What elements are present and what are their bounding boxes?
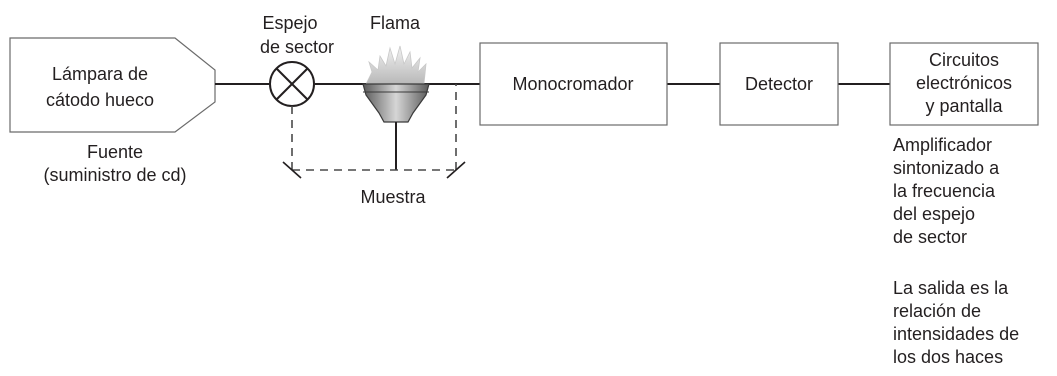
electronics-label-line3: y pantalla [925, 96, 1003, 116]
chopper-symbol [269, 61, 315, 107]
flame-label: Flama [370, 13, 421, 33]
electronics-label-line1: Circuitos [929, 50, 999, 70]
electronics-label-line2: electrónicos [916, 73, 1012, 93]
monochromator-block: Monocromador [479, 42, 668, 126]
source-label-line1: Fuente [87, 142, 143, 162]
lamp-block: Lámpara de cátodo hueco [9, 37, 216, 133]
lamp-shape [9, 37, 216, 133]
reference-mirror-right [446, 161, 466, 179]
lamp-label-line1: Lámpara de [52, 64, 148, 84]
source-label-line2: (suministro de cd) [43, 165, 186, 185]
monochromator-box [479, 42, 668, 126]
sample-label: Muestra [360, 187, 426, 207]
electronics-block: Circuitos electrónicos y pantalla [889, 42, 1039, 126]
output-note-line: La salida es la [893, 278, 1009, 298]
amplifier-note-line: sintonizado a [893, 158, 1000, 178]
electronics-box [889, 42, 1039, 126]
burner-head [362, 83, 430, 123]
flame-shape [365, 45, 427, 85]
detector-label: Detector [745, 74, 813, 94]
reference-beam-path [282, 84, 466, 179]
output-note-line: los dos haces [893, 347, 1003, 367]
amplifier-note: Amplificador sintonizado a la frecuencia… [893, 135, 1000, 247]
output-note: La salida es la relación de intensidades… [893, 278, 1019, 367]
monochromator-label: Monocromador [512, 74, 633, 94]
amplifier-note-line: del espejo [893, 204, 975, 224]
flame-icon [362, 45, 430, 170]
chopper-label-line1: Espejo [262, 13, 317, 33]
detector-block: Detector [719, 42, 839, 126]
amplifier-note-line: de sector [893, 227, 967, 247]
detector-box [719, 42, 839, 126]
output-note-line: intensidades de [893, 324, 1019, 344]
output-note-line: relación de [893, 301, 981, 321]
lamp-label-line2: cátodo hueco [46, 90, 154, 110]
reference-mirror-left [282, 161, 302, 179]
amplifier-note-line: la frecuencia [893, 181, 996, 201]
chopper-cross-b [275, 67, 309, 101]
amplifier-note-line: Amplificador [893, 135, 992, 155]
chopper-label-line2: de sector [260, 37, 334, 57]
